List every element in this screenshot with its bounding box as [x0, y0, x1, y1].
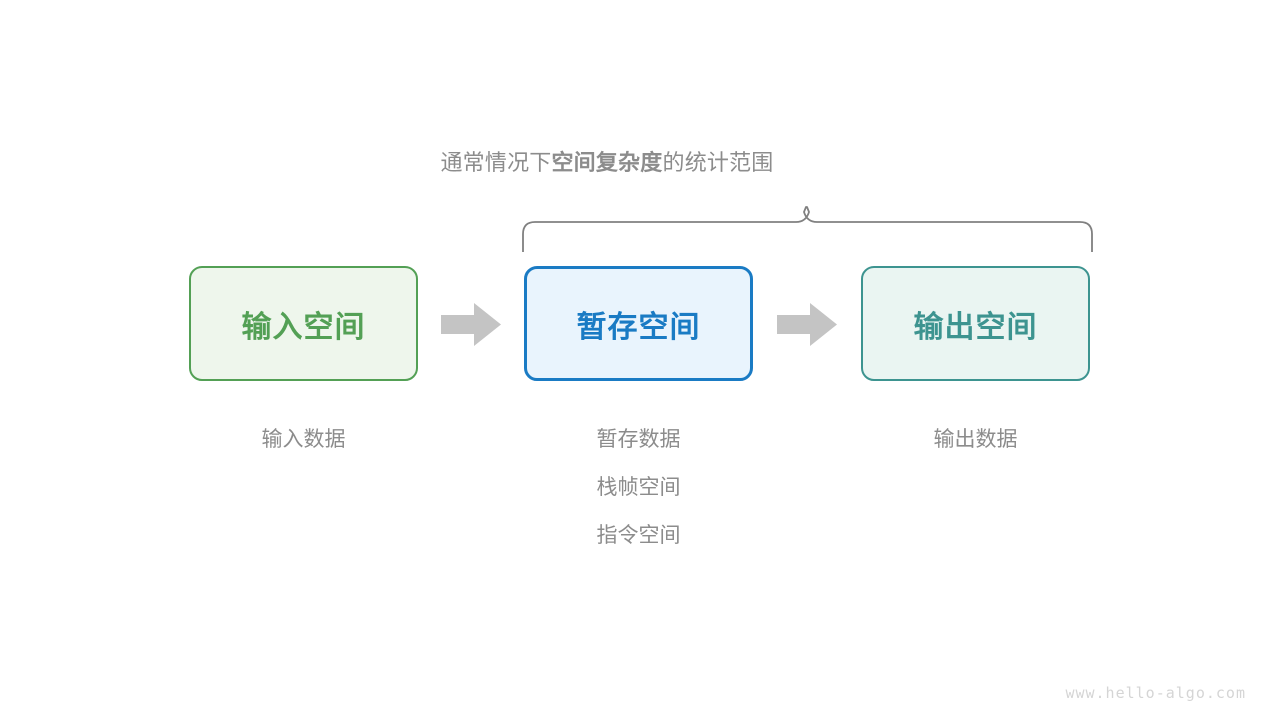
buffer-column-captions: 暂存数据 栈帧空间 指令空间 [524, 416, 753, 560]
scope-caption: 通常情况下空间复杂度的统计范围 [0, 147, 1280, 179]
buffer-space-box[interactable]: 暂存空间 [524, 266, 753, 381]
scope-caption-prefix: 通常情况下 [440, 150, 552, 175]
caption-item: 输出数据 [933, 428, 1018, 451]
output-space-box[interactable]: 输出空间 [861, 266, 1090, 381]
watermark: www.hello-algo.com [1065, 684, 1246, 702]
input-space-box[interactable]: 输入空间 [189, 266, 418, 381]
scope-caption-emphasis: 空间复杂度 [551, 150, 663, 175]
arrow-right-icon [441, 303, 501, 346]
buffer-space-label: 暂存空间 [576, 310, 701, 344]
caption-item: 栈帧空间 [596, 476, 681, 499]
caption-item: 指令空间 [596, 524, 681, 547]
output-space-label: 输出空间 [913, 310, 1038, 344]
output-column-captions: 输出数据 [861, 416, 1090, 464]
scope-brace [515, 198, 1100, 252]
input-space-label: 输入空间 [241, 310, 366, 344]
scope-caption-suffix: 的统计范围 [662, 150, 774, 175]
caption-item: 暂存数据 [596, 428, 681, 451]
input-column-captions: 输入数据 [189, 416, 418, 464]
caption-item: 输入数据 [261, 428, 346, 451]
arrow-right-icon [777, 303, 837, 346]
